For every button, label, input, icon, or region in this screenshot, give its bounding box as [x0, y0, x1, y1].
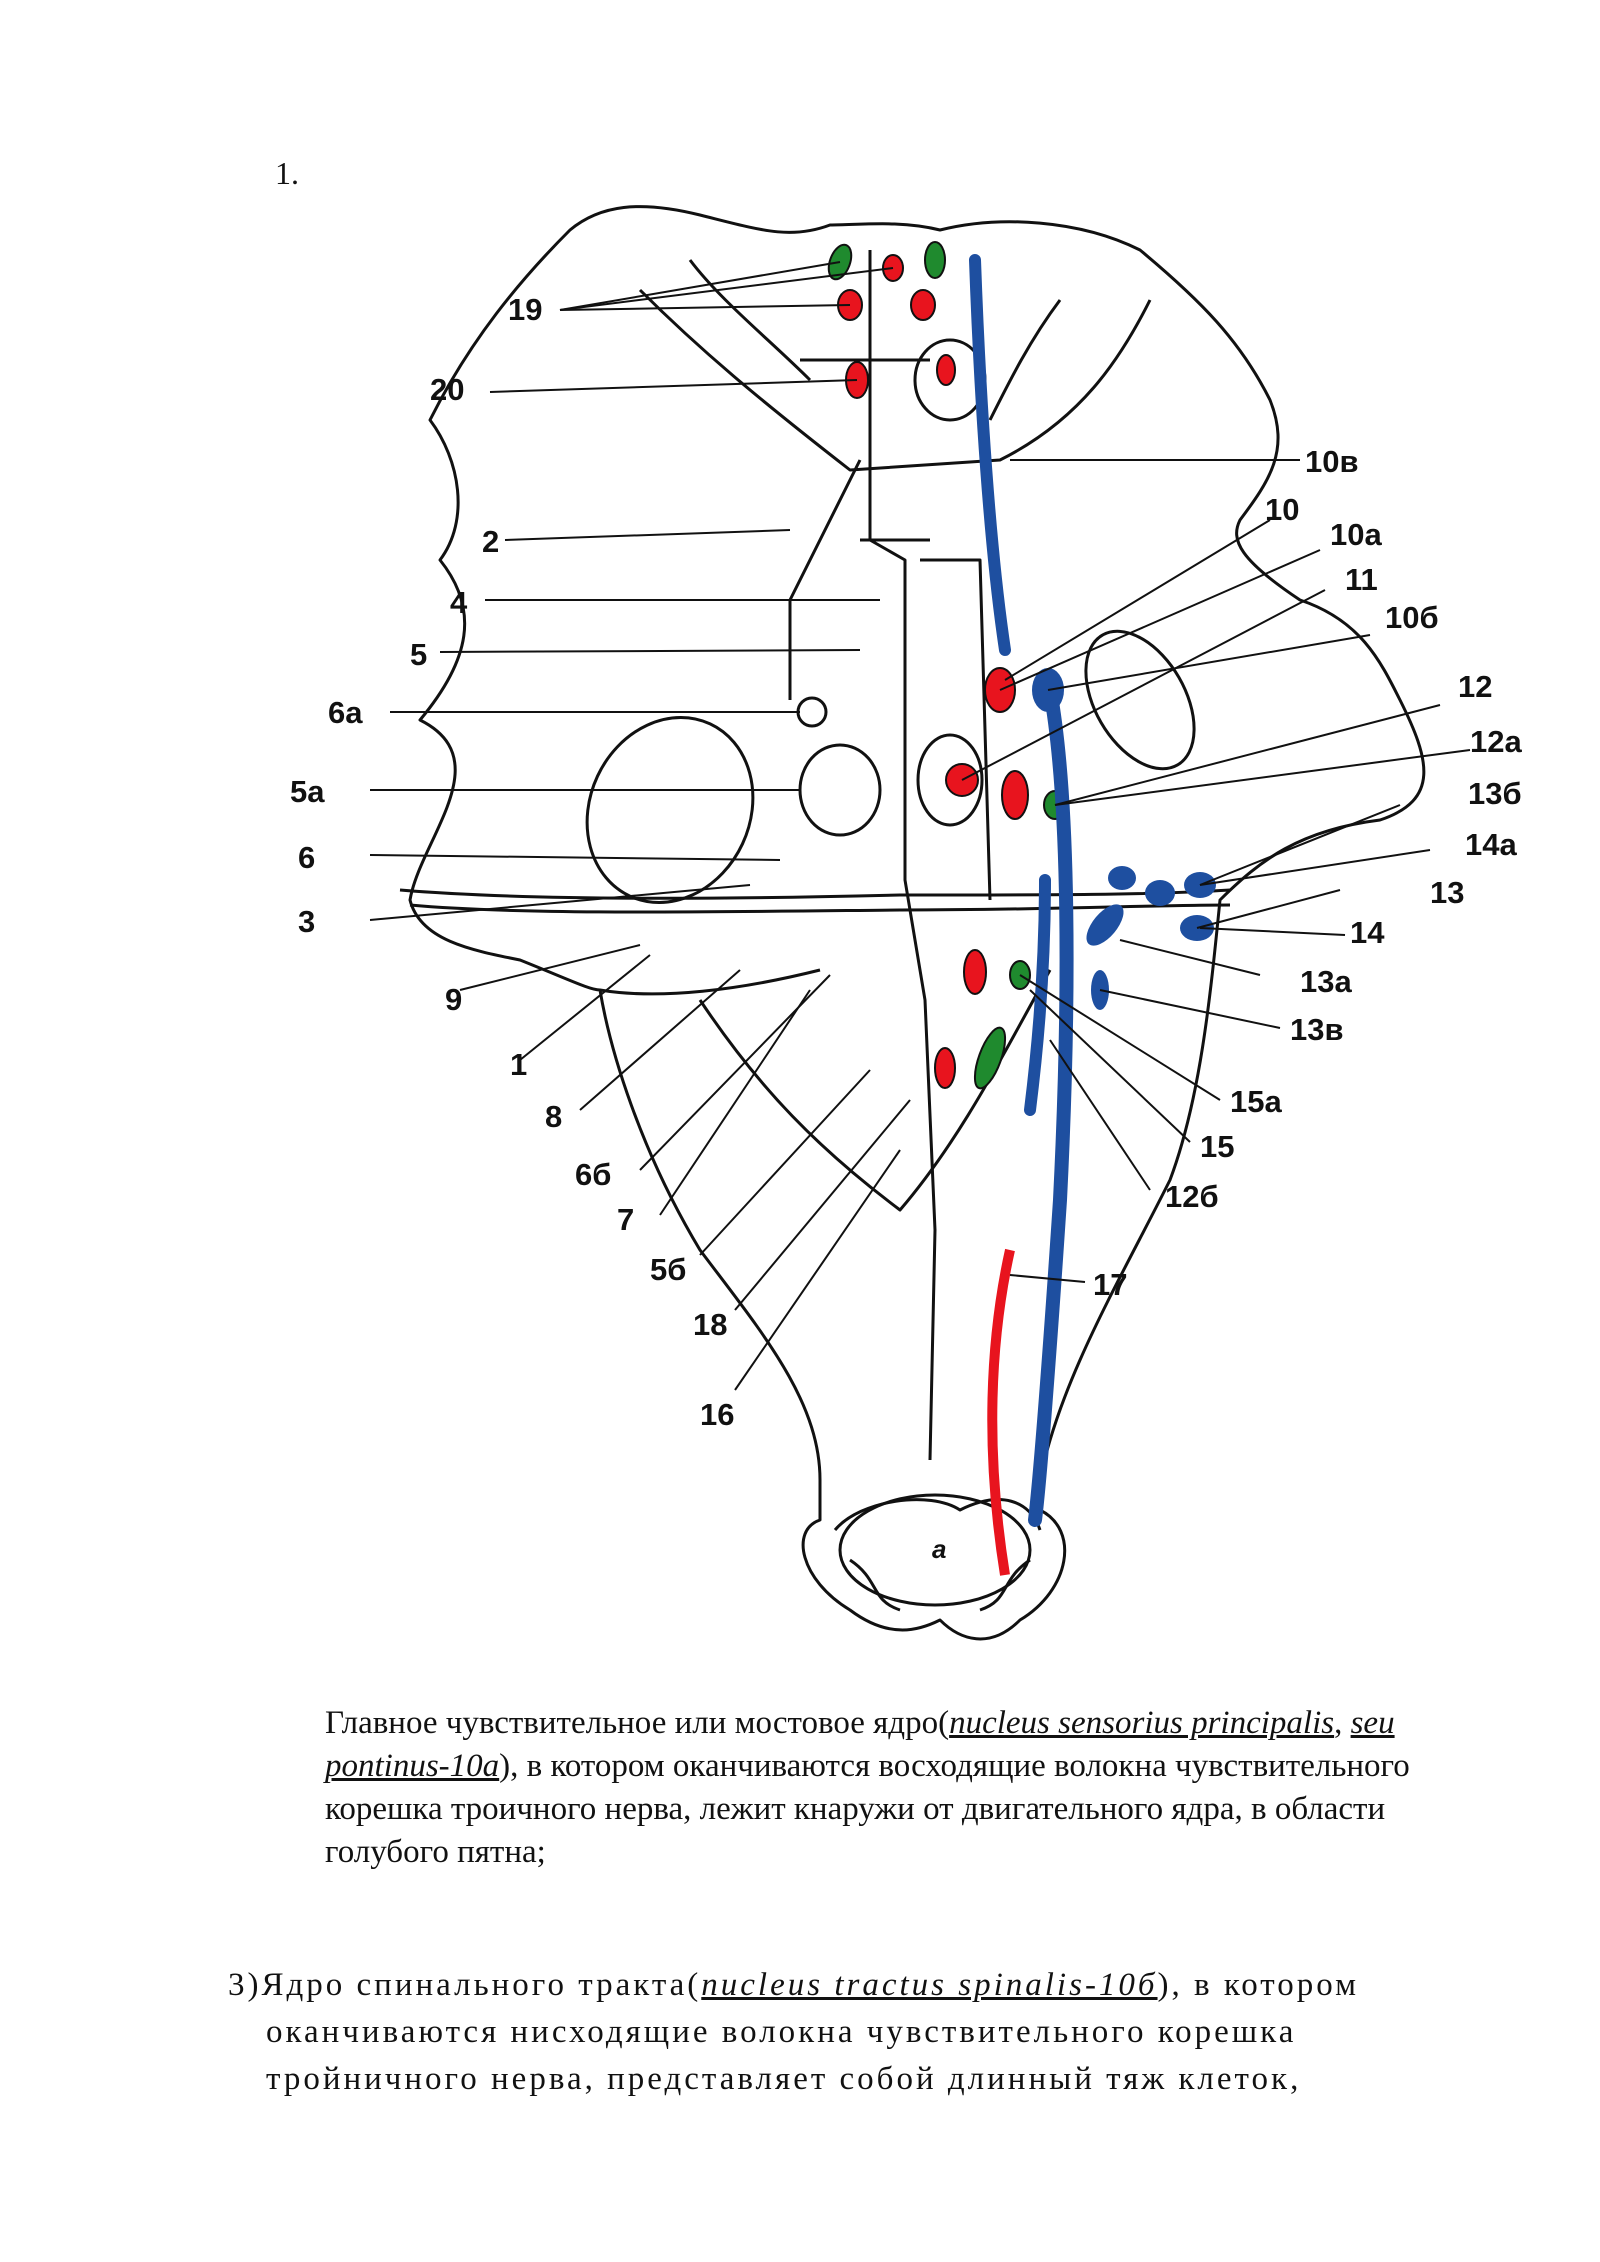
label-19: 19 — [508, 292, 542, 327]
label-9: 9 — [445, 982, 462, 1017]
label-10v: 10в — [1305, 444, 1359, 479]
label-14a: 14а — [1465, 827, 1517, 862]
label-2: 2 — [482, 524, 499, 559]
label-11: 11 — [1345, 562, 1378, 597]
label-16: 16 — [700, 1397, 734, 1432]
paragraph-principal-nucleus: Главное чувствительное или мостовое ядро… — [325, 1702, 1475, 1874]
para2-text-1: 3)Ядро спинального тракта( — [228, 1967, 702, 2003]
para2-text-3: оканчиваются нисходящие волокна чувствит… — [266, 2014, 1297, 2050]
label-13a: 13а — [1300, 964, 1352, 999]
blue-nuclei — [969, 254, 1216, 1527]
label-14: 14 — [1350, 915, 1385, 950]
label-17: 17 — [1093, 1267, 1127, 1302]
label-15a: 15а — [1230, 1084, 1282, 1119]
label-15: 15 — [1200, 1129, 1234, 1164]
para1-latin-2: seu pontinus-10a — [325, 1705, 1395, 1784]
leader-lines — [369, 261, 1471, 1391]
label-18: 18 — [693, 1307, 727, 1342]
label-5: 5 — [410, 637, 427, 672]
para2-text-4: тройничного нерва, представляет собой дл… — [266, 2061, 1302, 2097]
label-13b: 13б — [1468, 776, 1522, 811]
label-20: 20 — [430, 372, 464, 407]
label-7: 7 — [617, 1202, 634, 1237]
brainstem-diagram: 19 20 10в 10 10а 11 10б 12 12а 13б 14а 1… — [290, 205, 1522, 1641]
label-4: 4 — [450, 585, 468, 620]
label-6a: 6а — [328, 695, 363, 730]
label-6: 6 — [298, 840, 315, 875]
label-5a: 5а — [290, 774, 325, 809]
label-6b: 6б — [575, 1157, 611, 1192]
label-13: 13 — [1430, 875, 1464, 910]
para2-text-2: ), в котором — [1157, 1967, 1360, 2003]
paragraph-spinal-tract-nucleus: 3)Ядро спинального тракта(nucleus tractu… — [228, 1962, 1528, 2103]
label-5b: 5б — [650, 1252, 686, 1287]
label-1: 1 — [510, 1047, 527, 1082]
label-12a: 12а — [1470, 724, 1522, 759]
label-12b: 12б — [1165, 1179, 1219, 1214]
label-12: 12 — [1458, 669, 1492, 704]
para1-latin-1: nucleus sensorius principalis — [949, 1705, 1335, 1741]
para2-latin-1: nucleus tractus spinalis-10б — [701, 1967, 1158, 2003]
label-10: 10 — [1265, 492, 1299, 527]
label-3: 3 — [298, 904, 315, 939]
label-8: 8 — [545, 1099, 562, 1134]
label-cord-a: a — [932, 1534, 946, 1564]
label-10a: 10а — [1330, 517, 1382, 552]
diagram-labels: 19 20 10в 10 10а 11 10б 12 12а 13б 14а 1… — [290, 292, 1522, 1564]
para1-text-3: ), в котором оканчиваются восходящие вол… — [325, 1748, 1410, 1870]
label-10b: 10б — [1385, 600, 1439, 635]
label-13v: 13в — [1290, 1012, 1344, 1047]
para1-text-1: Главное чувствительное или мостовое ядро… — [325, 1705, 950, 1741]
brainstem-outline — [399, 205, 1426, 1641]
item-number: 1. — [275, 155, 299, 191]
para1-text-2: , — [1334, 1705, 1351, 1741]
